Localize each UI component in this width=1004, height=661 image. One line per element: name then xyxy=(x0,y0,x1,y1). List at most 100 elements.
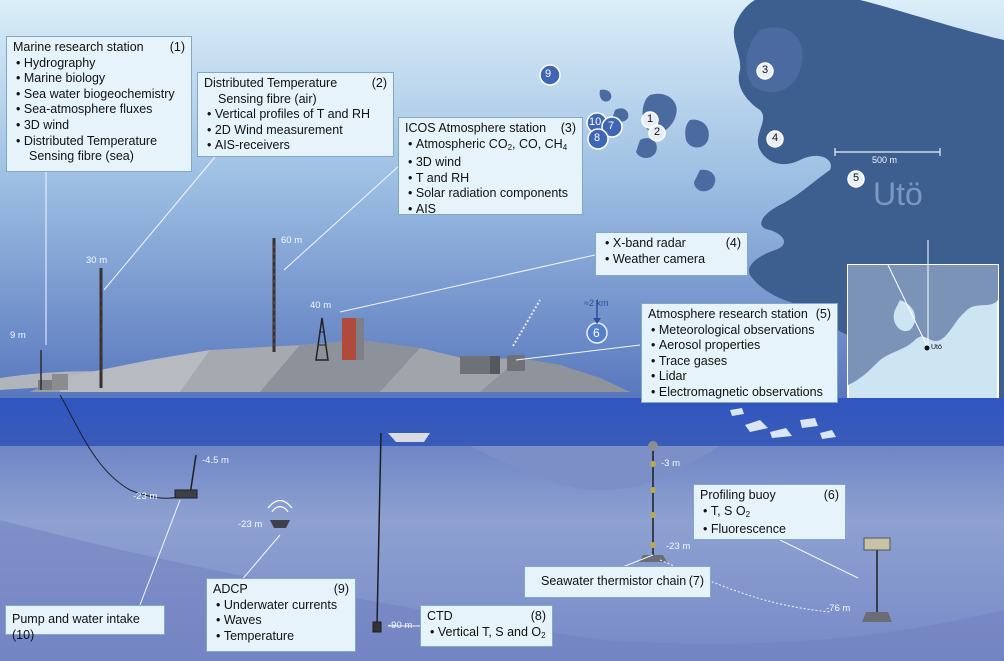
marker-label-10: 10 xyxy=(589,116,602,128)
callout-number: (7) xyxy=(688,574,704,588)
callout-item: Lidar xyxy=(648,369,831,385)
distance-arrowhead xyxy=(593,318,601,324)
marker-4 xyxy=(766,130,784,148)
callout-radar: (4) X-band radar Weather camera xyxy=(595,232,748,276)
callout-item: Vertical profiles of T and RH xyxy=(204,107,387,123)
callout-thermistor-chain: Seawater thermistor chain(7) xyxy=(524,566,711,598)
depth-3m: -3 m xyxy=(661,458,680,469)
callout-item: Sea-atmosphere fluxes xyxy=(13,102,185,118)
ice-floes xyxy=(730,408,836,439)
callout-item: 3D wind xyxy=(405,155,576,171)
depth-23m-pump: -23 m xyxy=(133,491,158,502)
callout-item: Sea water biogeochemistry xyxy=(13,87,185,103)
marker-label-4: 4 xyxy=(772,132,779,144)
callout-title: Profiling buoy xyxy=(700,488,776,502)
callout-number: (9) xyxy=(333,582,349,596)
callout-item: Weather camera xyxy=(602,252,741,268)
callout-item-o2: T, S O2 xyxy=(700,504,839,523)
depth-90m: -90 m xyxy=(388,620,413,631)
marker-label-1: 1 xyxy=(647,113,654,125)
distance-2km: ≈2 km xyxy=(584,298,609,308)
callout-number: (4) xyxy=(725,236,741,250)
callout-item: AIS xyxy=(405,202,576,218)
callout-item-continuation: Sensing fibre (sea) xyxy=(29,149,134,164)
callout-number: (1) xyxy=(169,40,185,54)
callout-title: Seawater thermistor chain xyxy=(541,574,687,588)
inset-map xyxy=(847,240,999,414)
depth-23m-adcp: -23 m xyxy=(238,519,263,530)
buildings xyxy=(38,318,525,390)
marker-label-7: 7 xyxy=(608,120,615,132)
callout-item: T and RH xyxy=(405,171,576,187)
callout-number: (3) xyxy=(560,121,576,135)
callout-item: Meteorological observations xyxy=(648,323,831,339)
callout-title-line2: Sensing fibre (air) xyxy=(218,91,317,106)
towers xyxy=(40,238,541,390)
callout-item: Distributed Temperature xyxy=(13,134,185,150)
instruments xyxy=(59,394,892,633)
marker-label-3: 3 xyxy=(762,64,769,76)
callout-number: (10) xyxy=(12,627,35,642)
callout-item: Solar radiation components xyxy=(405,186,576,202)
callout-item: Underwater currents xyxy=(213,598,349,614)
callout-title: Marine research station xyxy=(13,40,144,54)
marker-5 xyxy=(847,170,865,188)
inset-map-label: Utö xyxy=(931,344,942,351)
marker-label-5: 5 xyxy=(853,172,860,184)
callout-item: Hydrography xyxy=(13,56,185,72)
callout-ctd: CTD (8) Vertical T, S and O2 xyxy=(420,605,553,647)
callout-item: Temperature xyxy=(213,629,349,645)
marker-8 xyxy=(539,64,561,86)
callout-title: ICOS Atmosphere station xyxy=(405,121,547,135)
marker-label-8: 9 xyxy=(545,68,552,80)
callout-number: (2) xyxy=(371,76,387,90)
callout-item: Fluorescence xyxy=(700,522,839,538)
callout-marine-station: Marine research station (1) Hydrography M… xyxy=(6,36,192,172)
callout-pump-intake: Pump and water intake (10) xyxy=(5,605,165,642)
callout-title: ADCP xyxy=(213,582,248,596)
callout-item: Aerosol properties xyxy=(648,338,831,354)
seabed-hill xyxy=(470,446,720,490)
boat xyxy=(388,433,430,442)
depth-23m-chain: -23 m xyxy=(666,541,691,552)
callout-item: AIS-receivers xyxy=(204,138,387,154)
marker-label-2: 2 xyxy=(654,126,661,138)
callout-profiling-buoy: Profiling buoy (6) T, S O2 Fluorescence xyxy=(693,484,846,540)
scale-label: 500 m xyxy=(872,155,898,165)
height-9m: 9 m xyxy=(10,330,26,341)
leader-lines xyxy=(45,156,859,627)
height-30m: 30 m xyxy=(86,255,108,266)
marker-label-9: 8 xyxy=(594,132,601,144)
marker-3 xyxy=(756,62,774,80)
marker-9 xyxy=(587,128,609,150)
callout-title: Distributed Temperature xyxy=(204,76,338,90)
depth-4-5m: -4.5 m xyxy=(202,455,229,466)
callout-icos-station: ICOS Atmosphere station (3) Atmospheric C… xyxy=(398,117,583,218)
height-60m: 60 m xyxy=(281,235,303,246)
callout-title: Pump and water intake xyxy=(12,612,140,626)
callout-item-o2: Vertical T, S and O2 xyxy=(427,625,546,644)
sea-surface xyxy=(0,398,1004,448)
marker-label-6: 6 xyxy=(593,326,600,340)
map-markers xyxy=(539,62,865,344)
callout-item: 3D wind xyxy=(13,118,185,134)
marker-7 xyxy=(601,116,623,138)
callout-number: (8) xyxy=(530,609,546,623)
height-40m: 40 m xyxy=(310,300,332,311)
callout-dts-air: Distributed Temperature (2) Sensing fibre… xyxy=(197,72,394,157)
callout-item: Marine biology xyxy=(13,71,185,87)
callout-number: (5) xyxy=(815,307,831,321)
callout-item: Electromagnetic observations xyxy=(648,385,831,401)
callout-number: (6) xyxy=(823,488,839,502)
callout-item-gases: Atmospheric CO2, CO, CH4 xyxy=(405,137,576,156)
callout-title: CTD xyxy=(427,609,453,623)
callout-adcp: ADCP(9) Underwater currents Waves Temper… xyxy=(206,578,356,652)
callout-item: X-band radar xyxy=(602,236,741,252)
callout-item: 2D Wind measurement xyxy=(204,123,387,139)
callout-atmosphere-station: Atmosphere research station (5) Meteorolo… xyxy=(641,303,838,403)
depth-76m: -76 m xyxy=(826,603,851,614)
marker-2 xyxy=(648,124,666,142)
island-name: Utö xyxy=(873,176,923,212)
callout-title: Atmosphere research station xyxy=(648,307,808,321)
